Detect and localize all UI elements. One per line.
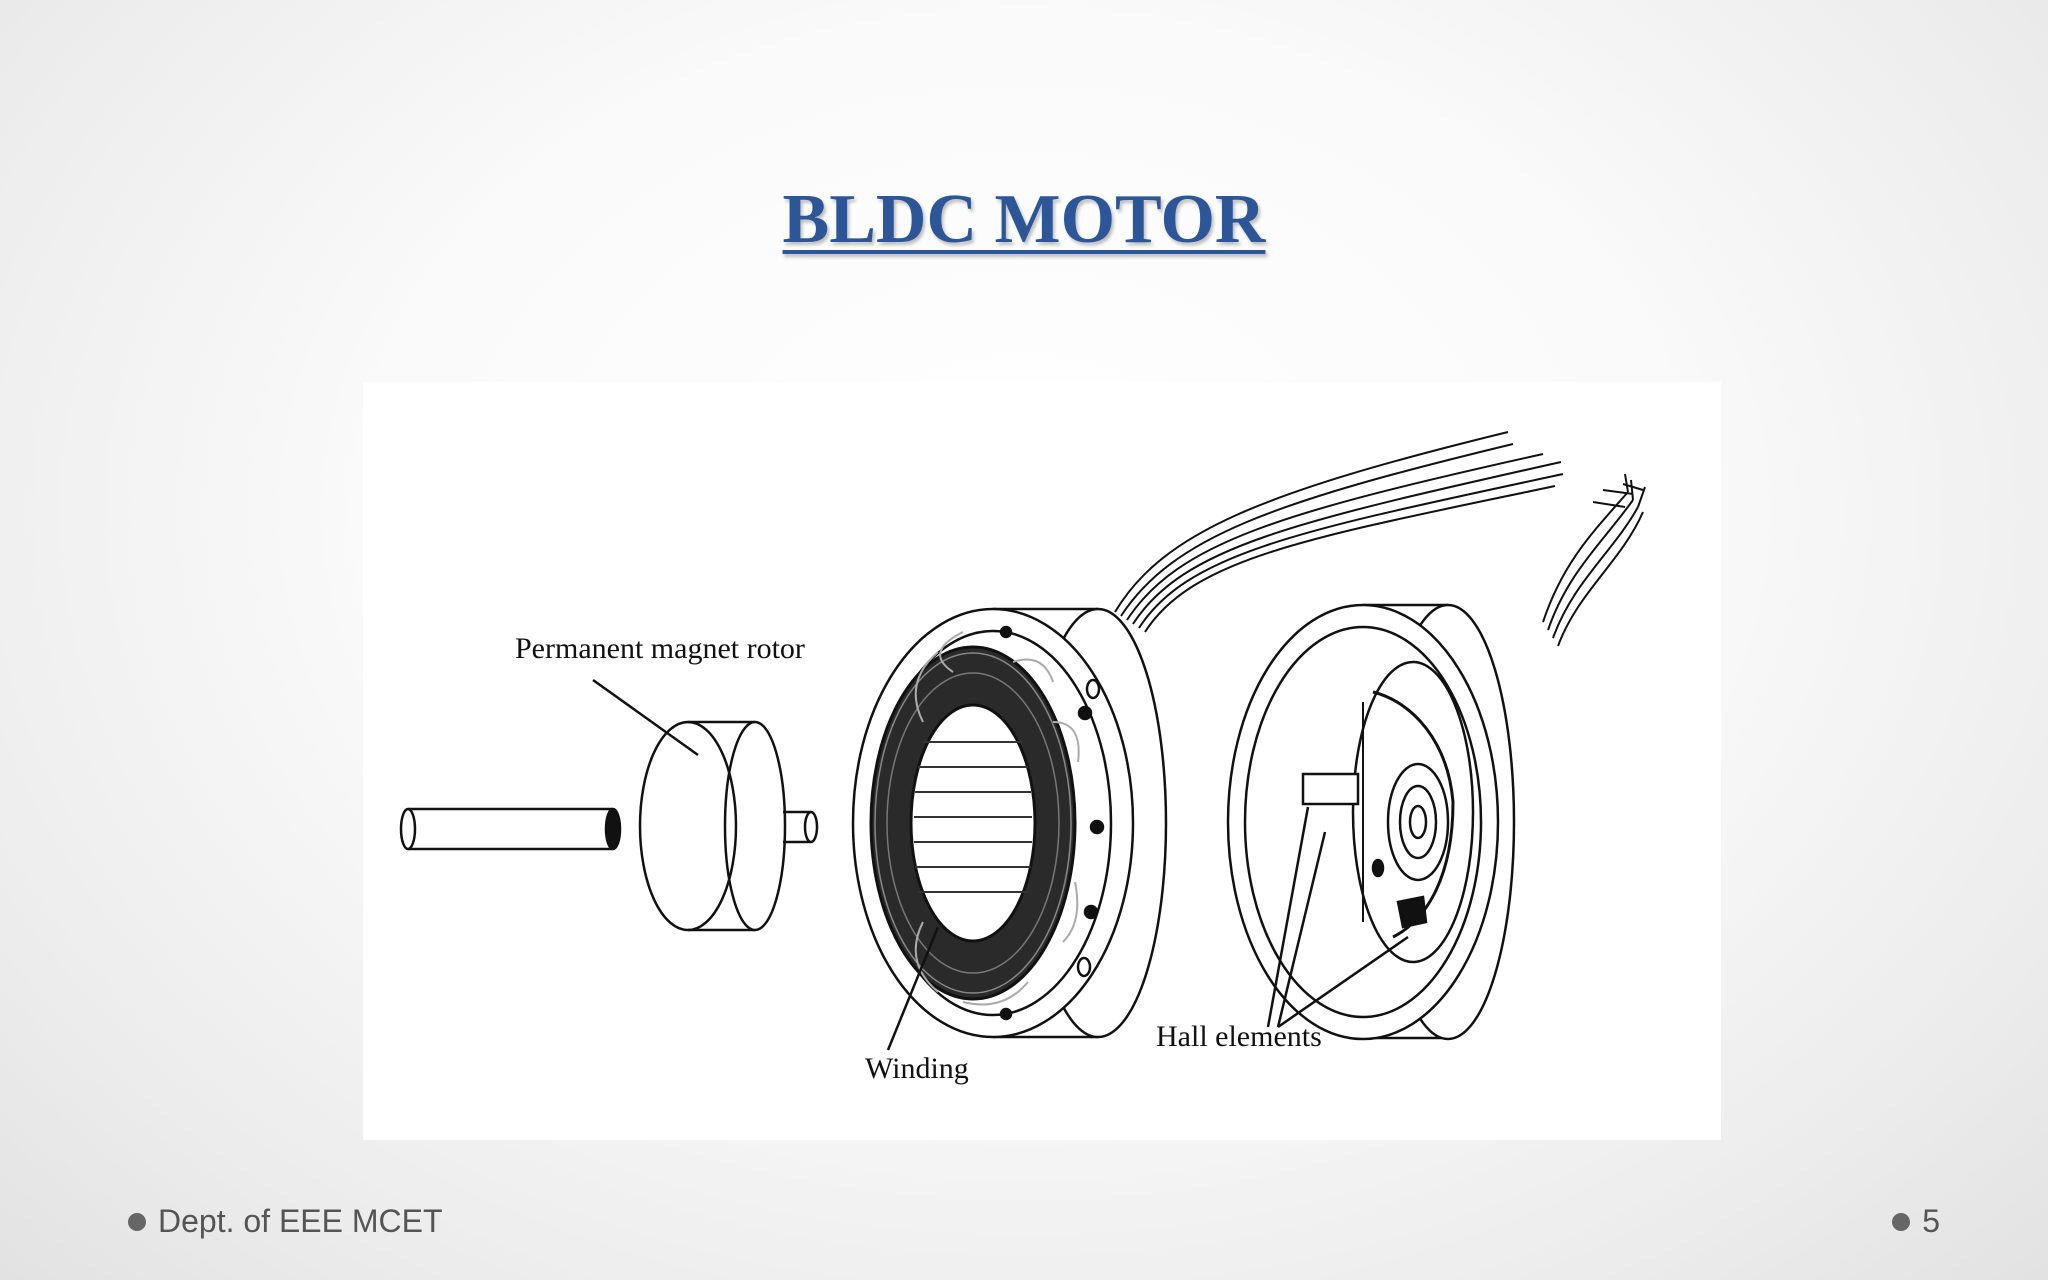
- stator-holes: [999, 625, 1105, 1021]
- winding-arrow: [886, 926, 940, 1051]
- stator-winding: [869, 631, 1080, 1006]
- page-number-text: 5: [1922, 1203, 1940, 1239]
- rotor-shaft: [399, 807, 622, 851]
- winding-label: Winding: [865, 1052, 969, 1085]
- rotor-label: Permanent magnet rotor: [515, 632, 805, 665]
- hall-arrows: [1266, 806, 1409, 1029]
- end-cap: [1226, 603, 1516, 1041]
- rotor-body: [638, 720, 819, 932]
- hall-sensor-board: [1301, 690, 1455, 939]
- hall-elements-label: Hall elements: [1156, 1020, 1322, 1053]
- footer-department: Dept. of EEE MCET: [128, 1203, 443, 1240]
- bullet-icon: [1892, 1212, 1911, 1231]
- bldc-motor-diagram: Permanent magnet rotor Winding Hall elem…: [363, 382, 1721, 1140]
- footer-department-text: Dept. of EEE MCET: [158, 1203, 443, 1239]
- footer-page-number: 5: [1892, 1203, 1940, 1240]
- endcap-wires: [1542, 473, 1646, 647]
- rotor-arrow: [592, 678, 699, 757]
- stator-wires: [1114, 431, 1564, 633]
- motor-drawing: [399, 431, 1646, 1051]
- bullet-icon: [128, 1212, 146, 1231]
- slide-title: BLDC MOTOR: [782, 181, 1266, 258]
